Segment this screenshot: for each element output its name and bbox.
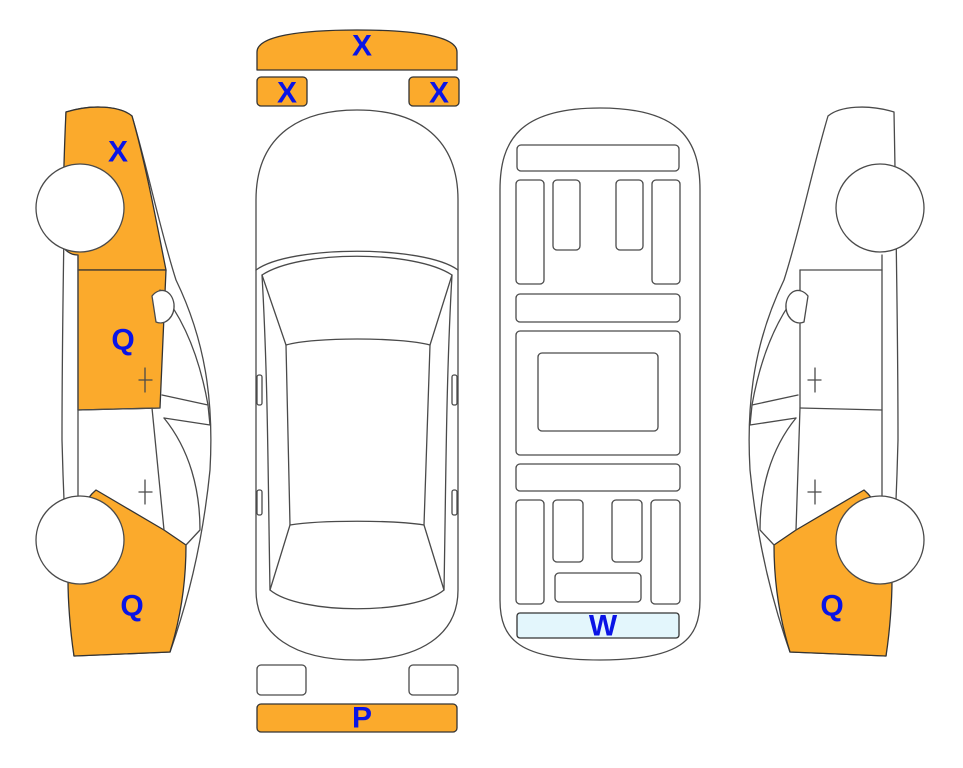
front-seat-bar bbox=[515, 293, 681, 323]
right-side-window-c bbox=[759, 417, 797, 546]
rear-left-light bbox=[256, 664, 307, 696]
top-view: X X X P bbox=[255, 29, 460, 735]
dashboard bbox=[516, 144, 680, 172]
top-view-roof bbox=[285, 344, 431, 526]
left-side-window-c bbox=[163, 417, 201, 546]
left-rear-quarter-label: Q bbox=[120, 590, 143, 623]
front-bumper-panel[interactable] bbox=[256, 29, 458, 71]
top-view-rear-glass bbox=[269, 524, 445, 610]
rear-left-seat-outer bbox=[515, 499, 545, 605]
rear-right-light bbox=[408, 664, 459, 696]
right-side-window-b bbox=[749, 394, 799, 426]
left-side-mirror bbox=[151, 289, 175, 324]
top-view-right-pillar bbox=[443, 274, 453, 591]
left-side-window-b bbox=[161, 394, 211, 426]
rear-window-panel[interactable] bbox=[516, 612, 680, 639]
front-right-light-label: X bbox=[429, 77, 449, 110]
front-right-light-panel[interactable] bbox=[408, 76, 460, 107]
rear-bumper-label: P bbox=[352, 702, 372, 735]
rear-seat-bar bbox=[515, 463, 681, 492]
right-mirror-top bbox=[451, 374, 458, 406]
front-left-seat bbox=[552, 179, 581, 251]
right-front-wheel bbox=[835, 163, 925, 253]
left-front-fender-label: X bbox=[108, 136, 128, 169]
center-console bbox=[537, 352, 659, 432]
right-side-view: Q bbox=[748, 106, 925, 657]
right-side-door-split bbox=[799, 407, 883, 411]
left-mirror-top bbox=[256, 374, 263, 406]
left-front-door-label: Q bbox=[111, 324, 134, 357]
right-side-mirror bbox=[785, 289, 809, 324]
right-rear-quarter-label: Q bbox=[820, 590, 843, 623]
front-bumper-label: X bbox=[352, 30, 372, 63]
top-view-hood bbox=[255, 250, 459, 271]
rear-right-seat-outer bbox=[650, 499, 681, 605]
right-rear-wheel bbox=[835, 495, 925, 585]
front-right-seat-outer bbox=[651, 179, 681, 285]
left-side-view: X Q Q bbox=[35, 106, 212, 657]
front-left-light-label: X bbox=[277, 77, 297, 110]
left-side-door-split bbox=[77, 407, 161, 411]
left-handle-top bbox=[256, 489, 263, 516]
rear-left-seat bbox=[552, 499, 584, 563]
front-left-seat-outer bbox=[515, 179, 545, 285]
right-side-front-handle bbox=[807, 367, 822, 393]
top-view-left-pillar bbox=[261, 274, 271, 591]
left-side-rear-edge bbox=[151, 407, 165, 531]
floor-view: W bbox=[499, 107, 701, 661]
rear-shelf bbox=[554, 572, 642, 603]
left-side-front-handle bbox=[138, 367, 153, 393]
left-front-wheel bbox=[35, 163, 125, 253]
rear-bumper-panel[interactable] bbox=[256, 703, 458, 733]
right-side-rear-handle bbox=[807, 479, 822, 505]
front-right-seat bbox=[615, 179, 644, 251]
right-handle-top bbox=[451, 489, 458, 516]
left-side-rear-handle bbox=[138, 479, 153, 505]
rear-window-label: W bbox=[589, 610, 618, 643]
front-left-light-panel[interactable] bbox=[256, 76, 308, 107]
rear-right-seat bbox=[611, 499, 643, 563]
left-rear-wheel bbox=[35, 495, 125, 585]
